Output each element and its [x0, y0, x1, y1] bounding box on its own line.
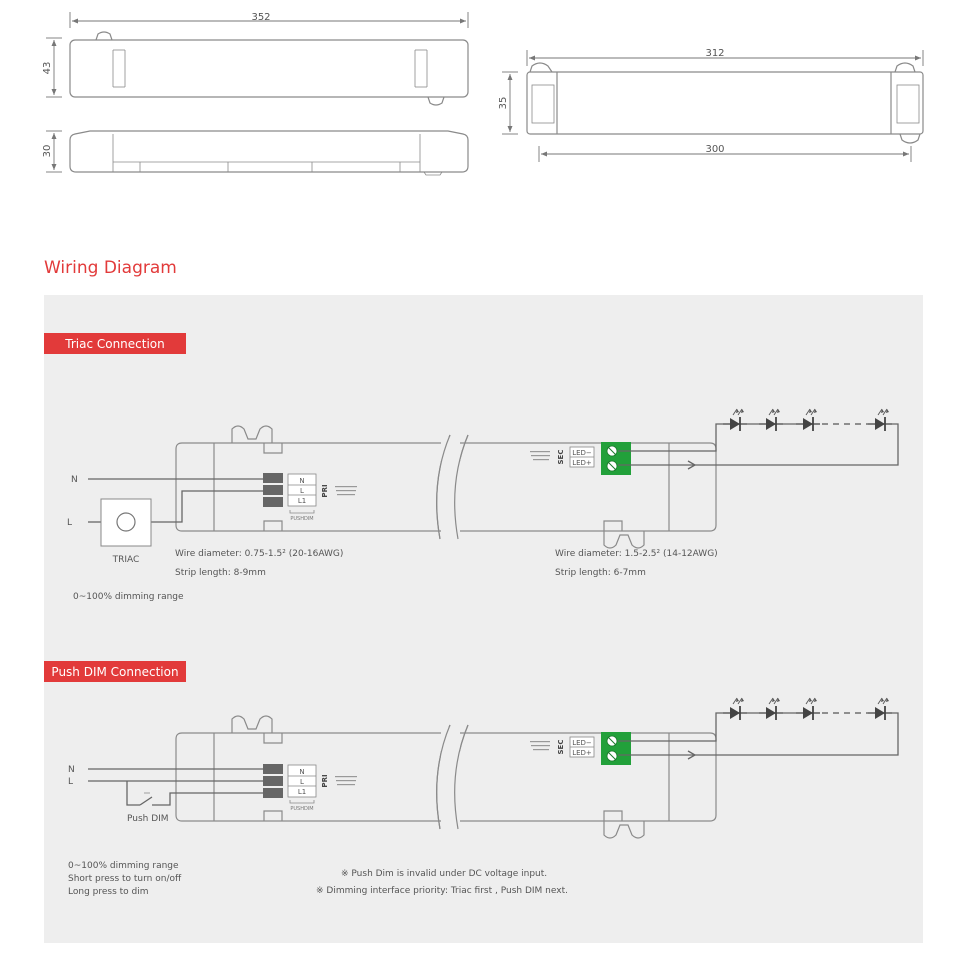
triac-wire-secondary: Wire diameter: 1.5-2.5² (14-12AWG)	[555, 549, 718, 559]
triac-wire-primary: Wire diameter: 0.75-1.5² (20-16AWG)	[175, 549, 343, 559]
triac-label: TRIAC	[112, 555, 140, 565]
triac-sec-rating-text	[530, 451, 550, 461]
triac-term-l1: L1	[298, 497, 306, 505]
triac-knob-icon	[116, 512, 136, 532]
wiring-panel	[44, 295, 923, 943]
triac-sec-terminal	[569, 442, 631, 475]
push-term-l: L	[300, 778, 304, 786]
triac-out-arrow	[687, 460, 697, 470]
triac-badge	[44, 333, 186, 354]
push-note-range: 0~100% dimming range	[68, 861, 179, 871]
push-note-long: Long press to dim	[68, 887, 149, 897]
push-footnote-dc: ※ Push Dim is invalid under DC voltage i…	[341, 869, 547, 879]
triac-out-wire-minus	[618, 423, 723, 452]
dim-right-height: 35	[498, 97, 509, 110]
triac-badge-label: Triac Connection	[64, 337, 165, 351]
push-pri-terminal	[263, 764, 317, 804]
dim-right-inner-length: 300	[705, 144, 724, 155]
push-led-string	[722, 697, 893, 721]
push-sec-led-plus: LED+	[572, 749, 592, 757]
push-note-short: Short press to turn on/off	[68, 874, 182, 884]
right-view-drawing	[502, 50, 924, 162]
triac-pushdim-label: PUSHDIM	[290, 516, 313, 522]
push-term-l1: L1	[298, 788, 306, 796]
push-dim-label: Push DIM	[127, 814, 169, 824]
triac-out-wire-plus	[618, 423, 899, 466]
push-badge	[44, 661, 186, 682]
triac-term-l: L	[300, 487, 304, 495]
triac-led-string	[722, 408, 893, 432]
push-switch-blade	[139, 796, 153, 806]
push-pushdim-label: PUSHDIM	[290, 806, 313, 812]
triac-term-n: N	[299, 477, 304, 485]
push-n-label: N	[68, 765, 75, 775]
triac-pri-rating-text	[335, 486, 357, 496]
triac-sec-led-plus: LED+	[572, 459, 592, 467]
push-footnote-priority: ※ Dimming interface priority: Triac firs…	[316, 886, 568, 896]
push-out-wire-minus	[618, 712, 723, 742]
push-out-wire-plus	[618, 712, 899, 756]
triac-l-label: L	[67, 518, 72, 528]
triac-sec-label: SEC	[557, 450, 565, 465]
push-switch-right	[152, 792, 263, 806]
push-term-n: N	[299, 768, 304, 776]
triac-pri-label: PRI	[321, 484, 329, 497]
dim-side-height: 30	[42, 145, 53, 158]
push-sec-led-minus: LED−	[572, 739, 592, 747]
dim-top-height: 43	[42, 62, 53, 75]
push-switch-left	[126, 781, 140, 806]
push-out-arrow	[687, 750, 697, 760]
triac-range: 0~100% dimming range	[73, 592, 184, 602]
dim-right-length: 312	[705, 48, 724, 59]
top-view-drawing	[46, 12, 469, 176]
push-pri-rating-text	[335, 776, 357, 786]
push-l-label: L	[68, 777, 73, 787]
triac-strip-primary: Strip length: 8-9mm	[175, 568, 266, 578]
wiring-title: Wiring Diagram	[44, 258, 177, 278]
push-badge-label: Push DIM Connection	[51, 665, 178, 679]
triac-n-label: N	[71, 475, 78, 485]
triac-pri-terminal	[263, 473, 317, 514]
push-sec-terminal	[569, 732, 631, 765]
triac-sec-led-minus: LED−	[572, 449, 592, 457]
push-sec-rating-text	[530, 741, 550, 751]
triac-strip-secondary: Strip length: 6-7mm	[555, 568, 646, 578]
push-pri-label: PRI	[321, 774, 329, 787]
triac-wire-l-out	[151, 490, 263, 523]
dim-top-length: 352	[251, 12, 270, 23]
push-sec-label: SEC	[557, 740, 565, 755]
